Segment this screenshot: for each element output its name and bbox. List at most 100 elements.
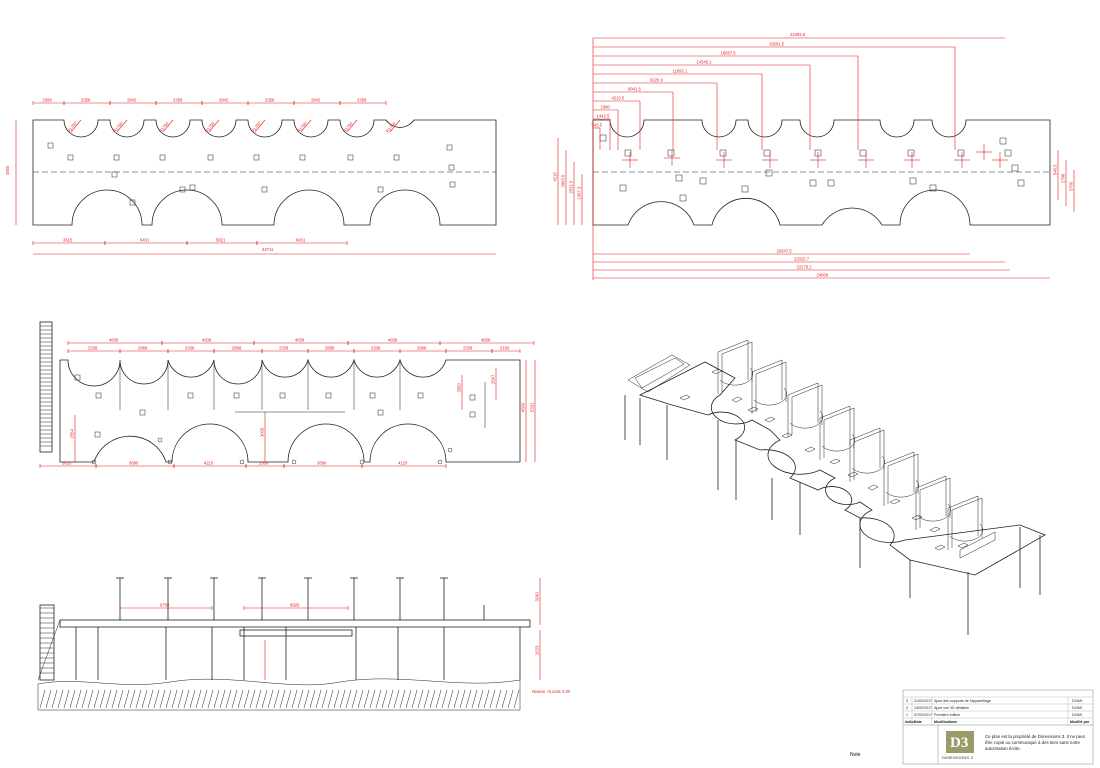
ground-hatch-line <box>297 689 304 709</box>
ground-hatch-line <box>219 689 226 709</box>
ground-hatch-line <box>129 689 136 709</box>
plan-c-bottom-dim: 2306 <box>259 461 269 466</box>
ground-hatch-line <box>315 689 322 709</box>
ground-hatch <box>39 689 520 709</box>
iso-equipment-rack <box>959 531 996 559</box>
ground-hatch-line <box>489 689 496 709</box>
ground-hatch-line <box>495 689 502 709</box>
plan-b-opening <box>699 177 707 185</box>
plan-c-footing <box>167 459 173 465</box>
elevation-vertical-dim: 2623 <box>535 645 540 655</box>
ground-hatch-line <box>345 689 352 709</box>
radius-leader <box>300 119 312 133</box>
ground-hatch-line <box>333 689 340 709</box>
plan-c-opening <box>233 392 240 399</box>
plan-a-opening <box>261 186 268 193</box>
iso-fixture <box>731 396 743 403</box>
ground-hatch-line <box>141 689 148 709</box>
plan-c-side-dim: 4500 <box>521 402 526 412</box>
plan-c-top-dim: 4839 <box>109 338 119 343</box>
plan-b-stack-dim: 543.5 <box>592 123 603 128</box>
plan-c-opening <box>94 431 101 438</box>
plan-b-opening <box>957 149 965 157</box>
plan-b-opening <box>667 149 675 157</box>
ground-hatch-line <box>93 689 100 709</box>
iso-fixture <box>679 394 691 401</box>
plan-c-inner-dim: 2547 <box>491 374 496 384</box>
ground-hatch-line <box>423 689 430 709</box>
plan-c-bottom-dim: 3890 <box>317 461 327 466</box>
radius-leader <box>162 119 174 133</box>
plan-b-right-dim: 3700 <box>1069 181 1074 191</box>
radius-label: R1750 <box>342 120 354 133</box>
brand-name: DIMENSIONS 3 <box>942 755 974 760</box>
ground-hatch-line <box>477 689 484 709</box>
ground-hatch-line <box>87 689 94 709</box>
ground-hatch-line <box>453 689 460 709</box>
plan-b-opening <box>1004 149 1012 157</box>
plan-a-opening <box>207 154 214 161</box>
plan-a-bottom-dim: 6431 <box>296 238 306 243</box>
ground-hatch-line <box>225 689 232 709</box>
ground-hatch-line <box>399 689 406 709</box>
plan-b-dimensions: 22392.519591.516687.514345.111692.19226.… <box>553 32 1075 280</box>
ground-hatch-line <box>291 689 298 709</box>
revision-index: 1 <box>906 713 908 717</box>
ownership-notice: Ce plan est la propriété de Dimensions 3… <box>985 734 1085 751</box>
logo-letters: D3 <box>950 735 968 751</box>
stair-plan <box>40 325 52 447</box>
plan-b-opening <box>827 179 835 187</box>
ground-hatch-line <box>111 689 118 709</box>
plan-a-opening <box>189 184 196 191</box>
plan-c-footing <box>437 459 443 465</box>
revision-header-mod: Modifications <box>934 720 957 724</box>
plan-c-footing <box>291 459 297 465</box>
ground-hatch-line <box>303 689 310 709</box>
plan-a-opening <box>129 199 136 206</box>
iso-fixture <box>804 446 816 453</box>
plan-c-opening <box>187 392 194 399</box>
plan-a-top-dim: 2842 <box>311 98 321 103</box>
plan-b-left-dim: 2531.5 <box>569 180 574 193</box>
plan-b-stack-dim: 16687.5 <box>721 51 737 56</box>
plan-c-opening <box>369 392 376 399</box>
ground-hatch-line <box>381 689 388 709</box>
ground-level-label: Niveau +0,ocite 0.00 <box>532 689 571 694</box>
ground-hatch-line <box>171 689 178 709</box>
ground-hatch-line <box>63 689 70 709</box>
plan-c-bottom-dim: 4120 <box>398 461 408 466</box>
ground-hatch-line <box>405 689 412 709</box>
plan-b-opening <box>679 194 687 202</box>
ground-hatch-line <box>159 689 166 709</box>
plan-b-bottom-dim: 20347.5 <box>777 249 793 254</box>
ground-hatch-line <box>147 689 154 709</box>
plan-b-stack-dim: 1990 <box>601 105 611 110</box>
plan-b-stack-dim: 1442.5 <box>597 114 610 119</box>
plan-c-side-dim: 5331 <box>530 402 535 412</box>
ground-hatch-line <box>213 689 220 709</box>
ground-hatch-line <box>165 689 172 709</box>
plan-b-opening <box>909 177 917 185</box>
plan-b-stack-dim: 11692.1 <box>673 69 688 74</box>
radius-label: R1750 <box>296 120 308 133</box>
revision-date: 14/02/2017 <box>914 706 932 710</box>
radius-leader <box>346 119 358 133</box>
ground-hatch-line <box>189 689 196 709</box>
ground-hatch-line <box>255 689 262 709</box>
plan-b-left-dim: 4215 <box>553 172 558 182</box>
ground-hatch-line <box>411 689 418 709</box>
iso-fixture <box>934 544 946 551</box>
iso-frame-arc <box>917 503 952 522</box>
plan-c-footing <box>359 459 365 465</box>
ground-hatch-line <box>369 689 376 709</box>
ground-hatch-line <box>201 689 208 709</box>
radius-leader <box>254 119 266 133</box>
ground-hatch-line <box>471 689 478 709</box>
isometric-3d-view <box>624 339 1046 635</box>
ground-hatch-line <box>261 689 268 709</box>
revision-author: DV/MI <box>1072 699 1082 703</box>
plan-a-opening <box>47 142 54 149</box>
